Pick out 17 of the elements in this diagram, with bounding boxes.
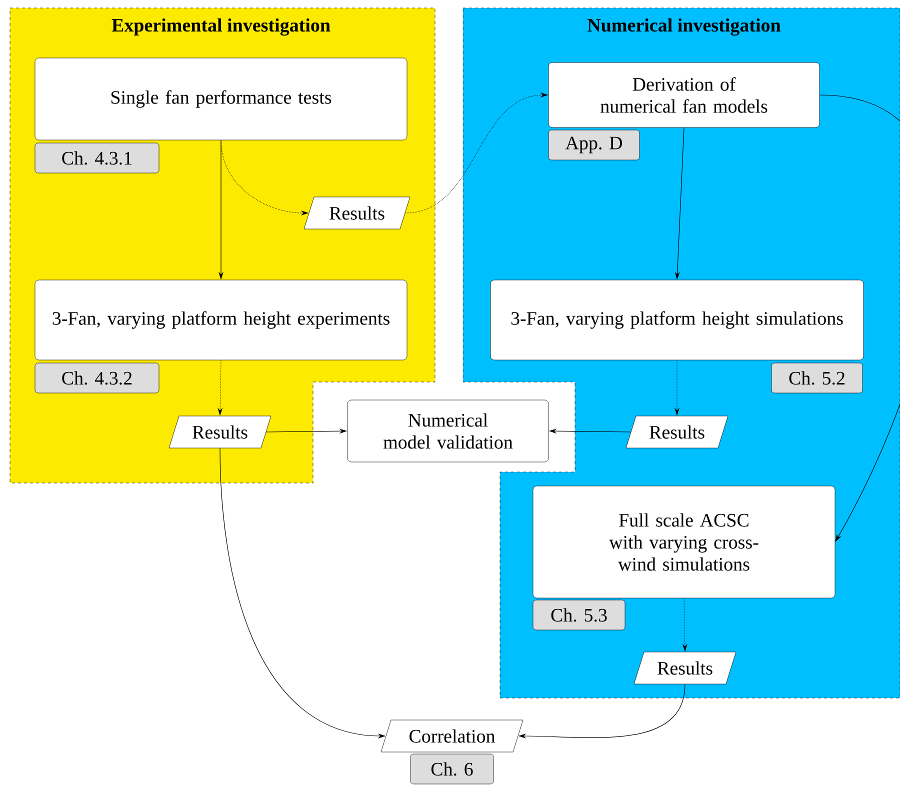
- process-box: 3-Fan, varying platform height experiments: [34, 280, 408, 360]
- data-parallelogram: Results: [304, 196, 410, 230]
- chapter-tag: App. D: [548, 130, 640, 160]
- data-parallelogram: Results: [626, 416, 728, 448]
- data-parallelogram: Results: [168, 416, 272, 448]
- process-box: 3-Fan, varying platform height simulations: [490, 280, 864, 360]
- chapter-tag: Ch. 6: [410, 754, 494, 784]
- chapter-tag: Ch. 5.3: [532, 600, 626, 630]
- process-box: Numerical model validation: [347, 400, 549, 462]
- chapter-tag: Ch. 4.3.1: [34, 142, 160, 174]
- data-parallelogram: Results: [634, 652, 736, 684]
- process-box: Full scale ACSC with varying cross-wind simulations: [532, 486, 836, 598]
- data-parallelogram: Correlation: [380, 720, 524, 752]
- process-box: Derivation of numerical fan models: [548, 62, 820, 128]
- process-box: Single fan performance tests: [34, 58, 408, 140]
- chapter-tag: Ch. 5.2: [771, 362, 863, 394]
- chapter-tag: Ch. 4.3.2: [34, 362, 160, 394]
